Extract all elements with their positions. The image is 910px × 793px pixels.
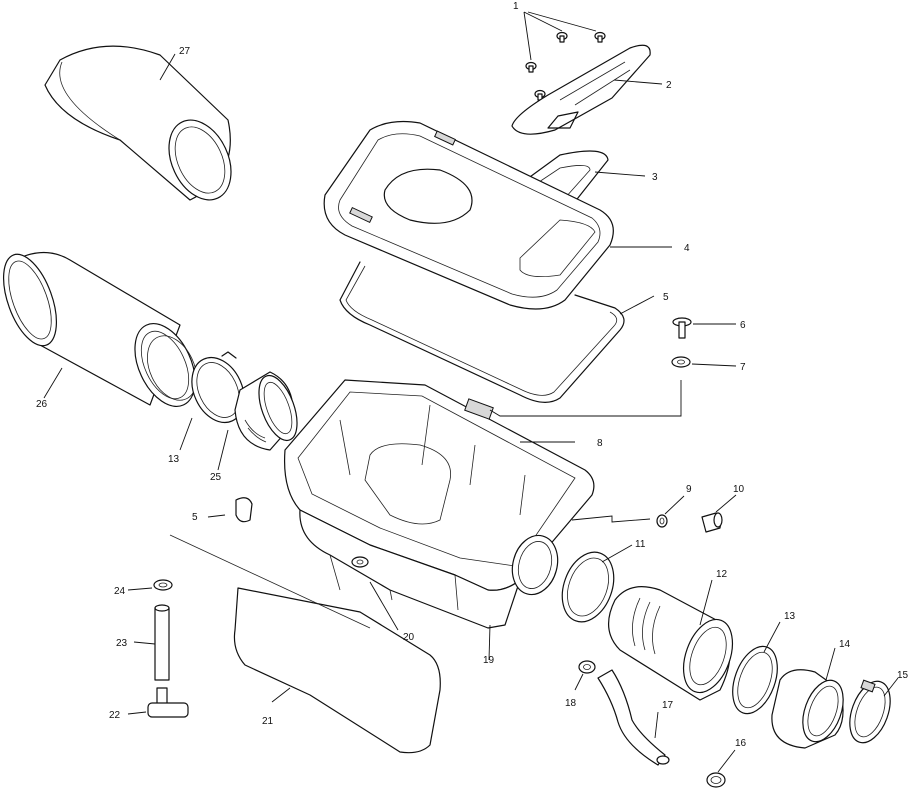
- callout-label: 13: [784, 611, 796, 622]
- callout-labels: 1 2 3 4 5 6 7 8 9 10 11 12 13 14 15 16 1…: [36, 1, 909, 749]
- intake-duct-part: [511, 44, 651, 135]
- airbox-lid-part: [323, 120, 614, 310]
- callout-label: 8: [597, 438, 603, 449]
- boot-cone-part: [771, 669, 844, 749]
- callout-label: 10: [733, 484, 745, 495]
- small-clip-part: [235, 497, 253, 523]
- leader-lines: [43, 11, 899, 773]
- callout-label: 4: [684, 243, 690, 254]
- screws-part: [525, 31, 606, 101]
- callout-label: 7: [740, 362, 746, 373]
- o-ring-part: [561, 551, 615, 623]
- callout-label: 18: [565, 698, 577, 709]
- callout-label: 12: [716, 569, 728, 580]
- callout-label: 27: [179, 46, 191, 57]
- callout-label: 5: [192, 512, 198, 523]
- callout-label: 14: [839, 639, 851, 650]
- callout-label: 21: [262, 716, 274, 727]
- lid-seal-part: [339, 261, 625, 403]
- callout-label: 1: [513, 1, 519, 12]
- airbox-base-part: [283, 379, 595, 629]
- callout-label: 6: [740, 320, 746, 331]
- callout-label: 2: [666, 80, 672, 91]
- callout-label: 17: [662, 700, 674, 711]
- small-clamp-part: [578, 660, 596, 674]
- callout-label: 13: [168, 454, 180, 465]
- callout-label: 5: [663, 292, 669, 303]
- callout-label: 3: [652, 172, 658, 183]
- clamp-ring-left-part: [191, 351, 245, 424]
- callout-label: 22: [109, 710, 121, 721]
- callout-label: 26: [36, 399, 48, 410]
- splash-shield-part: [169, 534, 441, 754]
- callout-label: 16: [735, 738, 747, 749]
- callout-label: 15: [897, 670, 909, 681]
- hose-clip-part: [706, 772, 726, 788]
- filter-sleeve-part: [44, 45, 232, 201]
- callout-label: 9: [686, 484, 692, 495]
- bolt-part: [672, 317, 692, 339]
- callout-label: 20: [403, 632, 415, 643]
- breather-assembly-part: [147, 579, 189, 718]
- grommet-part: [656, 514, 668, 528]
- callout-label: 11: [635, 539, 646, 550]
- fitting-part: [701, 512, 723, 533]
- drain-fitting-part: [351, 556, 369, 568]
- drain-hose-part: [597, 669, 670, 766]
- hose-clamp-part: [849, 679, 891, 744]
- intake-boot-part: [608, 586, 734, 701]
- callout-label: 25: [210, 472, 222, 483]
- callout-label: 24: [114, 586, 126, 597]
- callout-label: 19: [483, 655, 495, 666]
- washer-part: [671, 356, 691, 368]
- air-filter-element-part: [3, 251, 197, 407]
- callout-label: 23: [116, 638, 128, 649]
- adapter-coupler-part: [234, 371, 298, 451]
